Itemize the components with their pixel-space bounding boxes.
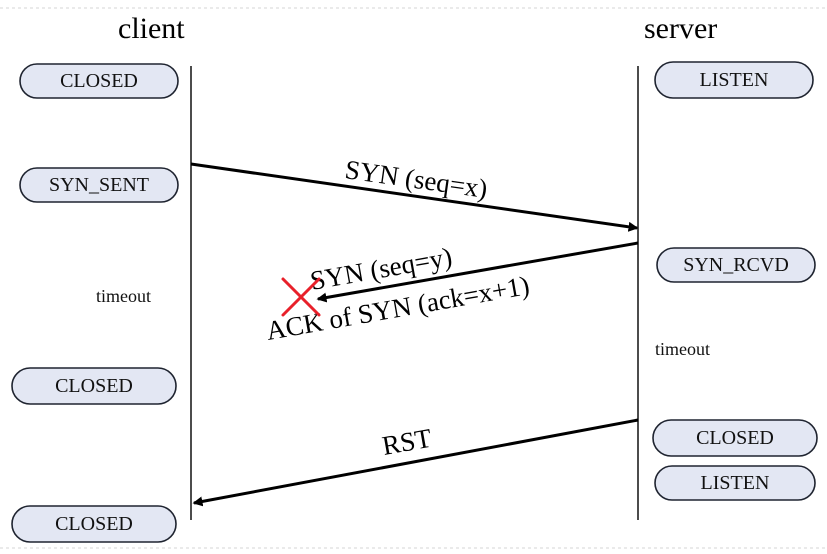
client-state-label: CLOSED [55, 375, 133, 397]
server-state-listen-1: LISTEN [654, 61, 814, 99]
syn-arrow [190, 162, 639, 232]
client-state-closed-2: CLOSED [11, 367, 177, 405]
client-state-label: SYN_SENT [49, 174, 149, 196]
client-state-syn-sent: SYN_SENT [19, 167, 179, 203]
syn-ack-arrow [316, 241, 639, 303]
rst-message-label: RST [380, 423, 434, 461]
server-timeout-note: timeout [655, 339, 710, 359]
client-state-label: CLOSED [60, 70, 138, 92]
server-state-label: LISTEN [701, 472, 770, 494]
client-state-closed-1: CLOSED [19, 63, 179, 99]
client-state-label: CLOSED [55, 513, 133, 535]
rst-arrow [192, 418, 639, 507]
server-state-label: SYN_RCVD [683, 254, 789, 276]
server-state-label: LISTEN [700, 69, 769, 91]
client-header: client [118, 12, 185, 45]
client-timeout-note: timeout [96, 286, 151, 306]
syn-ack-message-line2: ACK of SYN (ack=x+1) [264, 270, 532, 346]
packet-lost-icon [281, 277, 321, 317]
server-state-closed: CLOSED [652, 419, 818, 457]
server-state-label: CLOSED [696, 427, 774, 449]
server-header: server [644, 12, 717, 45]
client-state-closed-3: CLOSED [11, 505, 177, 543]
server-state-listen-2: LISTEN [654, 465, 816, 501]
server-state-syn-rcvd: SYN_RCVD [656, 247, 816, 283]
